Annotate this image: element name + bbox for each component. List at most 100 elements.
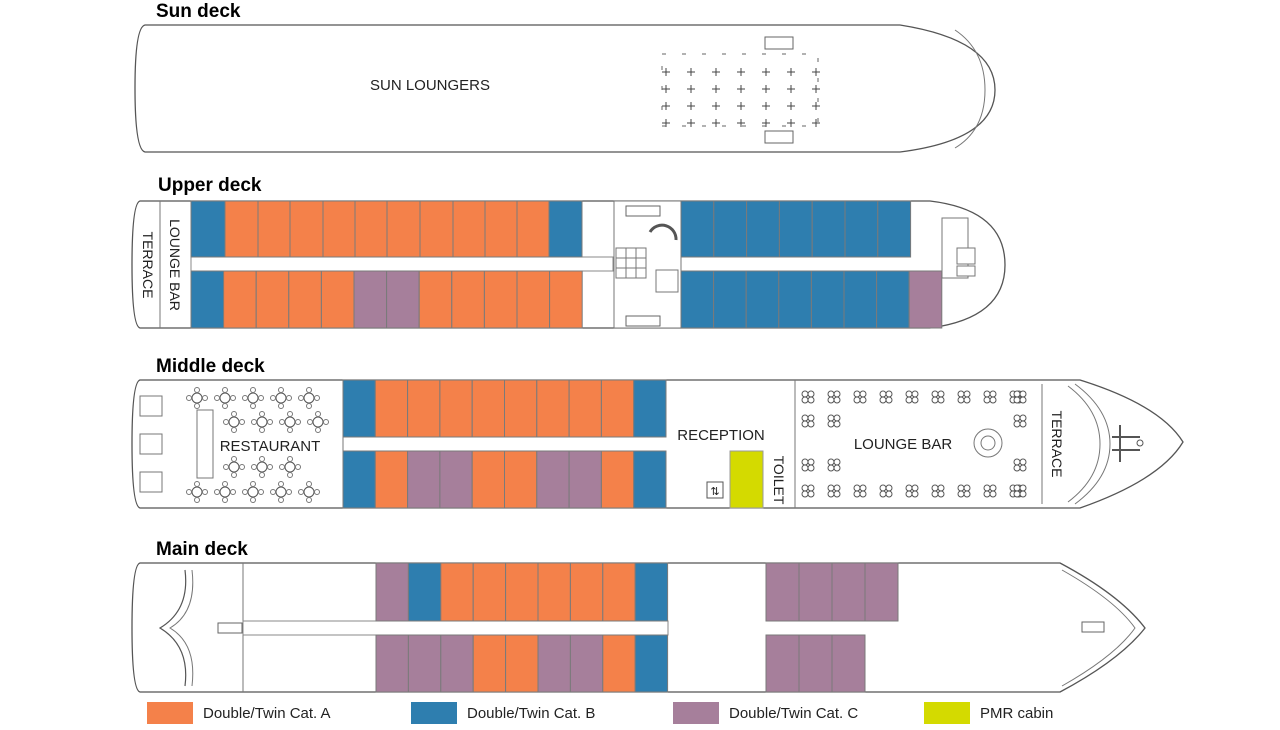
table-icon (270, 387, 292, 409)
upper-top-cabin-5 (322, 200, 356, 258)
restaurant-tables (186, 387, 329, 503)
upper-aft-bottom-cabin-1 (680, 270, 715, 329)
middle-bottom-cabin-6 (504, 450, 538, 509)
seat-icon (879, 390, 893, 404)
main-fwd-top-cabin-4 (864, 562, 899, 622)
middle-terrace-label: TERRACE (1049, 411, 1065, 478)
main-bottom-cabin-8 (602, 634, 636, 693)
table-icon (251, 456, 273, 478)
table-icon (298, 481, 320, 503)
main-top-cabin-1 (375, 562, 409, 622)
main-fwd-top-cabin-3 (831, 562, 866, 622)
table-icon (186, 387, 208, 409)
upper-deck: TERRACE LOUNGE BAR (131, 200, 1006, 329)
upper-top-cabin-1 (190, 200, 226, 258)
middle-deck-title: Middle deck (156, 356, 265, 377)
middle-top-cabin-7 (536, 379, 570, 438)
seat-icon (983, 484, 997, 498)
seat-icon (957, 390, 971, 404)
upper-bottom-cabin-2 (223, 270, 257, 329)
legend-label-cat-c: Double/Twin Cat. C (729, 704, 859, 722)
upper-terrace-label: TERRACE (140, 232, 156, 299)
toilet-label: TOILET (771, 456, 787, 505)
seat-icon (879, 484, 893, 498)
table-icon (223, 456, 245, 478)
sun-loungers-label: SUN LOUNGERS (370, 77, 490, 94)
seat-icon (1013, 484, 1027, 498)
upper-aft-top-cabin-2 (713, 200, 748, 258)
main-top-cabin-2 (407, 562, 442, 622)
table-icon (251, 411, 273, 433)
table-icon (223, 411, 245, 433)
upper-aft-bottom-cabin-2 (713, 270, 747, 329)
legend-swatch-pmr (924, 702, 970, 724)
main-deck (131, 562, 1146, 693)
seat-icon (853, 390, 867, 404)
middle-bottom-cabin-5 (471, 450, 506, 509)
sun-deck: SUN LOUNGERS (134, 24, 996, 153)
middle-bottom-cabin-2 (374, 450, 409, 509)
middle-bottom-cabin-7 (536, 450, 570, 509)
main-fwd-bottom-cabin-2 (798, 634, 833, 693)
sun-deck-hull (134, 24, 996, 153)
main-bottom-cabin-1 (375, 634, 409, 693)
deck-plan: SUN LOUNGERS TERRACE LOUNGE BAR (131, 24, 1184, 693)
stair-bottom (764, 130, 794, 144)
middle-deck: RESTAURANT RECEPTION ⇅ TOILET LOUNGE BAR… (131, 379, 1184, 509)
upper-bottom-cabin-6 (353, 270, 388, 329)
upper-aft-top-cabin-6 (844, 200, 879, 258)
reception-label: RECEPTION (677, 427, 765, 444)
seat-icon (1013, 390, 1027, 404)
upper-aft-top-cabin-5 (811, 200, 846, 258)
upper-top-cabin-3 (257, 200, 291, 258)
legend-item-cat-b: Double/Twin Cat. B (411, 702, 595, 724)
legend-label-cat-a: Double/Twin Cat. A (203, 704, 331, 722)
upper-top-cabin-11 (516, 200, 550, 258)
middle-bottom-cabin-1 (342, 450, 376, 509)
legend-swatch-cat-c (673, 702, 719, 724)
seat-icon (801, 390, 815, 404)
middle-top-cabin-6 (504, 379, 538, 438)
upper-aft-bottom-cabin-6 (843, 270, 878, 329)
legend-item-pmr: PMR cabin (924, 702, 1053, 724)
main-top-cabin-5 (505, 562, 539, 622)
middle-lounge-bar-label: LOUNGE BAR (854, 436, 953, 453)
main-bottom-cabin-7 (569, 634, 604, 693)
upper-wheelhouse (941, 217, 976, 279)
main-top-cabin-6 (537, 562, 571, 622)
main-top-cabin-7 (569, 562, 604, 622)
main-bottom-cabin-2 (407, 634, 442, 693)
upper-bottom-cabin-12 (549, 270, 583, 329)
seat-icon (905, 484, 919, 498)
middle-top-cabin-3 (407, 379, 441, 438)
seat-icon (905, 390, 919, 404)
middle-top-cabin-1 (342, 379, 376, 438)
upper-top-cabin-2 (224, 200, 259, 258)
seat-icon (827, 414, 841, 428)
table-icon (298, 387, 320, 409)
main-bottom-cabin-5 (505, 634, 539, 693)
middle-top-cabin-5 (471, 379, 506, 438)
legend-swatch-cat-b (411, 702, 457, 724)
legend-item-cat-c: Double/Twin Cat. C (673, 702, 858, 724)
upper-aft-bottom-cabin-7 (876, 270, 910, 329)
upper-top-cabin-9 (452, 200, 486, 258)
middle-bottom-cabin-8 (568, 450, 602, 509)
seat-icon (827, 484, 841, 498)
upper-bottom-cabin-11 (516, 270, 551, 329)
upper-bottom-cabin-8 (418, 270, 453, 329)
seat-icon (827, 390, 841, 404)
middle-top-cabin-8 (568, 379, 602, 438)
middle-top-cabin-4 (439, 379, 473, 438)
elevator-icon: ⇅ (706, 481, 724, 499)
middle-bottom-cabin-3 (407, 450, 441, 509)
upper-aft-top-cabin-7 (877, 200, 912, 258)
seat-icon (1013, 414, 1027, 428)
upper-cabins (190, 200, 943, 329)
seat-icon (801, 458, 815, 472)
table-icon (270, 481, 292, 503)
upper-bottom-cabin-3 (255, 270, 290, 329)
sun-deck-title: Sun deck (156, 1, 241, 22)
upper-lounge-bar-label: LOUNGE BAR (167, 219, 183, 311)
seat-icon (931, 484, 945, 498)
